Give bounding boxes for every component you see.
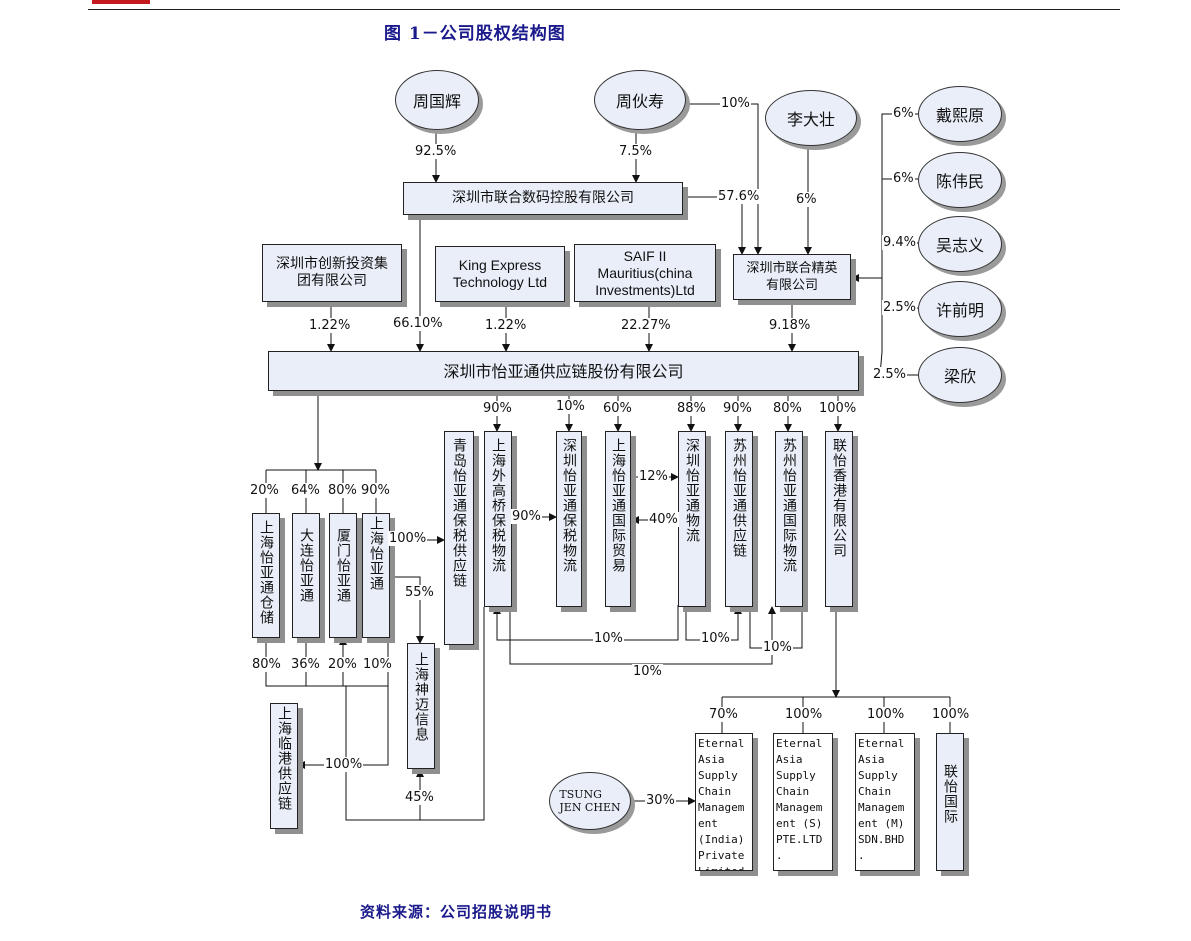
pct-label: 100% bbox=[818, 401, 858, 416]
sub-lianyi-guoji: 联怡国际 bbox=[936, 733, 964, 871]
sub-suzhou-gyl-label: 苏州怡亚通供应链 bbox=[731, 438, 747, 558]
sub-shenmai-label: 上海神迈信息 bbox=[413, 652, 429, 742]
pct-label: 10% bbox=[700, 631, 731, 646]
pct-label: 22.27% bbox=[620, 318, 672, 333]
sub-qingdao-label: 青岛怡亚通保税供应链 bbox=[451, 438, 467, 588]
pct-label: 2.5% bbox=[872, 367, 908, 382]
pct-label: 6% bbox=[892, 106, 915, 121]
pct-label: 30% bbox=[645, 793, 676, 808]
figure-title: 图 1－公司股权结构图 bbox=[384, 24, 566, 44]
entity-lianhe-shuma: 深圳市联合数码控股有限公司 bbox=[403, 182, 683, 215]
shareholder-liang-xin: 梁欣 bbox=[918, 347, 1002, 403]
pct-label: 80% bbox=[772, 401, 803, 416]
sub-dalian: 大连怡亚通 bbox=[292, 513, 320, 638]
pct-label: 64% bbox=[290, 483, 321, 498]
shareholder-xu-qianming: 许前明 bbox=[918, 281, 1002, 337]
sub-sz-baoshui: 深圳怡亚通保税物流 bbox=[556, 431, 582, 607]
sub-linggang-label: 上海临港供应链 bbox=[276, 706, 292, 811]
pct-label: 10% bbox=[555, 399, 586, 414]
entity-chuangxin-touzi: 深圳市创新投资集团有限公司 bbox=[262, 244, 402, 302]
sub-lianyi-guoji-label: 联怡国际 bbox=[942, 764, 958, 824]
pct-label: 20% bbox=[327, 657, 358, 672]
entity-lianhe-jingying: 深圳市联合精英有限公司 bbox=[733, 254, 851, 300]
pct-label: 1.22% bbox=[308, 318, 352, 333]
sub-qingdao: 青岛怡亚通保税供应链 bbox=[444, 431, 474, 645]
pct-label: 12% bbox=[638, 469, 669, 484]
sub-dalian-label: 大连怡亚通 bbox=[298, 528, 314, 603]
pct-label: 55% bbox=[404, 585, 435, 600]
pct-label: 80% bbox=[327, 483, 358, 498]
sub-sh-waigaoqiao: 上海外高桥保税物流 bbox=[484, 431, 512, 607]
sub-xiamen-label: 厦门怡亚通 bbox=[335, 528, 351, 603]
sub-linggang: 上海临港供应链 bbox=[270, 703, 298, 829]
shareholder-chen-weimin: 陈伟民 bbox=[918, 152, 1002, 208]
sub-ea-malaysia: Eternal Asia Supply Chain Managem ent (M… bbox=[855, 733, 915, 871]
sub-suzhou-guoji: 苏州怡亚通国际物流 bbox=[775, 431, 803, 607]
pct-label: 90% bbox=[482, 401, 513, 416]
sub-sz-baoshui-label: 深圳怡亚通保税物流 bbox=[561, 438, 577, 573]
sub-ea-india: Eternal Asia Supply Chain Managem ent (I… bbox=[695, 733, 753, 871]
sub-suzhou-guoji-label: 苏州怡亚通国际物流 bbox=[781, 438, 797, 573]
sub-sz-wuliu: 深圳怡亚通物流 bbox=[678, 431, 706, 607]
header-rule bbox=[88, 9, 1120, 10]
pct-label: 2.5% bbox=[882, 300, 918, 315]
pct-label: 100% bbox=[866, 707, 906, 722]
pct-label: 40% bbox=[648, 512, 679, 527]
pct-label: 90% bbox=[511, 509, 542, 524]
pct-label: 36% bbox=[290, 657, 321, 672]
pct-label: 60% bbox=[602, 401, 633, 416]
entity-king-express: King Express Technology Ltd bbox=[435, 246, 565, 302]
shareholder-dai-xiyuan: 戴熙原 bbox=[918, 86, 1002, 142]
pct-label: 10% bbox=[632, 664, 663, 679]
figure-source: 资料来源：公司招股说明书 bbox=[360, 903, 553, 921]
shareholder-zhou-guohui: 周国辉 bbox=[395, 70, 479, 130]
entity-eternal-asia-main: 深圳市怡亚通供应链股份有限公司 bbox=[268, 351, 859, 391]
sub-shanghai-label: 上海怡亚通 bbox=[368, 516, 384, 591]
shareholder-wu-zhiyi: 吴志义 bbox=[918, 216, 1002, 272]
entity-saif-ii: SAIF II Mauritius(china Investments)Ltd bbox=[574, 244, 716, 302]
pct-label: 90% bbox=[360, 483, 391, 498]
pct-label: 9.18% bbox=[768, 318, 812, 333]
pct-label: 10% bbox=[593, 631, 624, 646]
pct-label: 9.4% bbox=[882, 235, 918, 250]
sub-shanghai: 上海怡亚通 bbox=[362, 513, 390, 638]
pct-label: 10% bbox=[362, 657, 393, 672]
sub-hk-label: 联怡香港有限公司 bbox=[831, 438, 847, 558]
pct-label: 100% bbox=[931, 707, 971, 722]
pct-label: 92.5% bbox=[414, 144, 458, 159]
pct-label: 6% bbox=[795, 192, 818, 207]
sub-hk: 联怡香港有限公司 bbox=[825, 431, 853, 607]
pct-label: 66.10% bbox=[392, 316, 444, 331]
sub-ea-singapore: Eternal Asia Supply Chain Managem ent (S… bbox=[773, 733, 833, 871]
header-accent-bar bbox=[92, 0, 150, 4]
pct-label: 45% bbox=[404, 790, 435, 805]
shareholder-zhou-huoshou: 周伙寿 bbox=[594, 70, 686, 130]
pct-label: 100% bbox=[324, 757, 364, 772]
sub-sh-guoji: 上海怡亚通国际贸易 bbox=[605, 431, 631, 607]
pct-label: 10% bbox=[762, 640, 793, 655]
sub-suzhou-gyl: 苏州怡亚通供应链 bbox=[725, 431, 753, 607]
pct-label: 70% bbox=[708, 707, 739, 722]
shareholder-tsung-jen-chen: TSUNG JEN CHEN bbox=[549, 772, 631, 830]
sub-sh-guoji-label: 上海怡亚通国际贸易 bbox=[610, 438, 626, 573]
pct-label: 80% bbox=[251, 657, 282, 672]
shareholder-li-dazhuang: 李大壮 bbox=[765, 90, 857, 146]
sub-sz-wuliu-label: 深圳怡亚通物流 bbox=[684, 438, 700, 543]
pct-label: 100% bbox=[784, 707, 824, 722]
sub-xiamen: 厦门怡亚通 bbox=[329, 513, 357, 638]
pct-label: 10% bbox=[720, 96, 751, 111]
sub-sh-waigaoqiao-label: 上海外高桥保税物流 bbox=[490, 438, 506, 573]
pct-label: 7.5% bbox=[618, 144, 654, 159]
sub-sh-cangchu: 上海怡亚通仓储 bbox=[252, 513, 280, 638]
pct-label: 57.6% bbox=[717, 189, 761, 204]
sub-shenmai: 上海神迈信息 bbox=[407, 643, 435, 769]
pct-label: 20% bbox=[249, 483, 280, 498]
pct-label: 88% bbox=[676, 401, 707, 416]
sub-sh-cangchu-label: 上海怡亚通仓储 bbox=[258, 520, 274, 625]
pct-label: 90% bbox=[722, 401, 753, 416]
pct-label: 6% bbox=[892, 171, 915, 186]
pct-label: 1.22% bbox=[484, 318, 528, 333]
pct-label: 100% bbox=[388, 531, 428, 546]
